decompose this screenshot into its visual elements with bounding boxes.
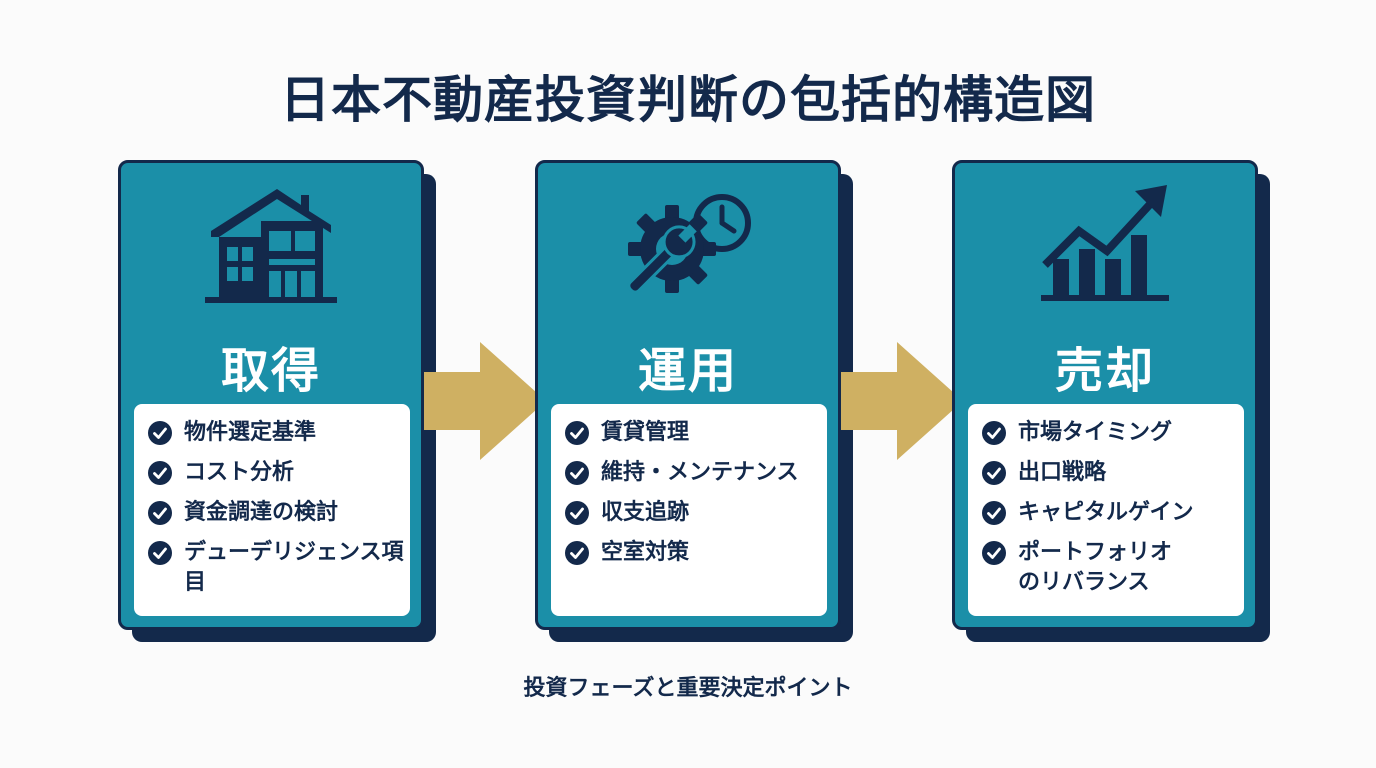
- list-item: ポートフォリオのリバランス: [982, 538, 1244, 598]
- list-item-label: ポートフォリオのリバランス: [1018, 540, 1173, 595]
- right-arrow-icon: [424, 342, 546, 460]
- gear-wrench-clock-icon: [627, 194, 751, 294]
- list-item-label: 維持・メンテナンス: [601, 460, 799, 485]
- phase-heading: 取得: [220, 343, 321, 399]
- phase-heading: 売却: [1054, 343, 1155, 399]
- list-item-label: 出口戦略: [1018, 460, 1107, 485]
- diagram-caption: 投資フェーズと重要決定ポイント: [523, 676, 853, 701]
- list-item-label: デューデリジェンス項目: [184, 540, 404, 595]
- phase-card-operation: 運用 賃貸管理 維持・メンテナンス 収支追跡 空室対策: [535, 160, 853, 642]
- list-item: コスト分析: [148, 458, 410, 488]
- list-item-label: 収支追跡: [601, 500, 690, 525]
- list-item: 空室対策: [565, 538, 827, 568]
- check-circle-icon: [148, 541, 172, 565]
- list-item: 出口戦略: [982, 458, 1244, 488]
- check-circle-icon: [982, 541, 1006, 565]
- list-item-label: 市場タイミング: [1018, 420, 1173, 445]
- house-icon: [205, 189, 337, 303]
- list-item-label: 資金調達の検討: [184, 500, 339, 525]
- list-item-label: キャピタルゲイン: [1018, 500, 1194, 525]
- list-item-label: コスト分析: [184, 460, 295, 485]
- list-item: デューデリジェンス項目: [148, 538, 410, 598]
- check-circle-icon: [982, 421, 1006, 445]
- check-circle-icon: [565, 501, 589, 525]
- list-item: 収支追跡: [565, 498, 827, 528]
- checklist-box: 物件選定基準 コスト分析 資金調達の検討 デューデリジェンス項目: [134, 404, 410, 616]
- list-item: 市場タイミング: [982, 418, 1244, 448]
- checklist-box: 賃貸管理 維持・メンテナンス 収支追跡 空室対策: [551, 404, 827, 616]
- list-item: 賃貸管理: [565, 418, 827, 448]
- list-item: 維持・メンテナンス: [565, 458, 827, 488]
- list-item-label: 空室対策: [601, 540, 690, 565]
- list-item-label: 賃貸管理: [601, 420, 690, 445]
- phase-card-sale: 売却 市場タイミング 出口戦略 キャピタルゲイン ポートフォリオのリバランス: [952, 160, 1270, 642]
- list-item-label: 物件選定基準: [184, 420, 317, 445]
- check-circle-icon: [982, 501, 1006, 525]
- right-arrow-icon: [841, 342, 963, 460]
- check-circle-icon: [565, 421, 589, 445]
- checklist-box: 市場タイミング 出口戦略 キャピタルゲイン ポートフォリオのリバランス: [968, 404, 1244, 616]
- list-item: 物件選定基準: [148, 418, 410, 448]
- check-circle-icon: [565, 541, 589, 565]
- rising-chart-icon: [1041, 185, 1169, 301]
- list-item: 資金調達の検討: [148, 498, 410, 528]
- list-item: キャピタルゲイン: [982, 498, 1244, 528]
- check-circle-icon: [565, 461, 589, 485]
- check-circle-icon: [148, 501, 172, 525]
- check-circle-icon: [982, 461, 1006, 485]
- page-title: 日本不動産投資判断の包括的構造図: [280, 71, 1096, 129]
- phase-card-acquisition: 取得 物件選定基準 コスト分析 資金調達の検討 デューデリジェンス項目: [118, 160, 436, 642]
- check-circle-icon: [148, 421, 172, 445]
- phase-heading: 運用: [637, 343, 738, 399]
- check-circle-icon: [148, 461, 172, 485]
